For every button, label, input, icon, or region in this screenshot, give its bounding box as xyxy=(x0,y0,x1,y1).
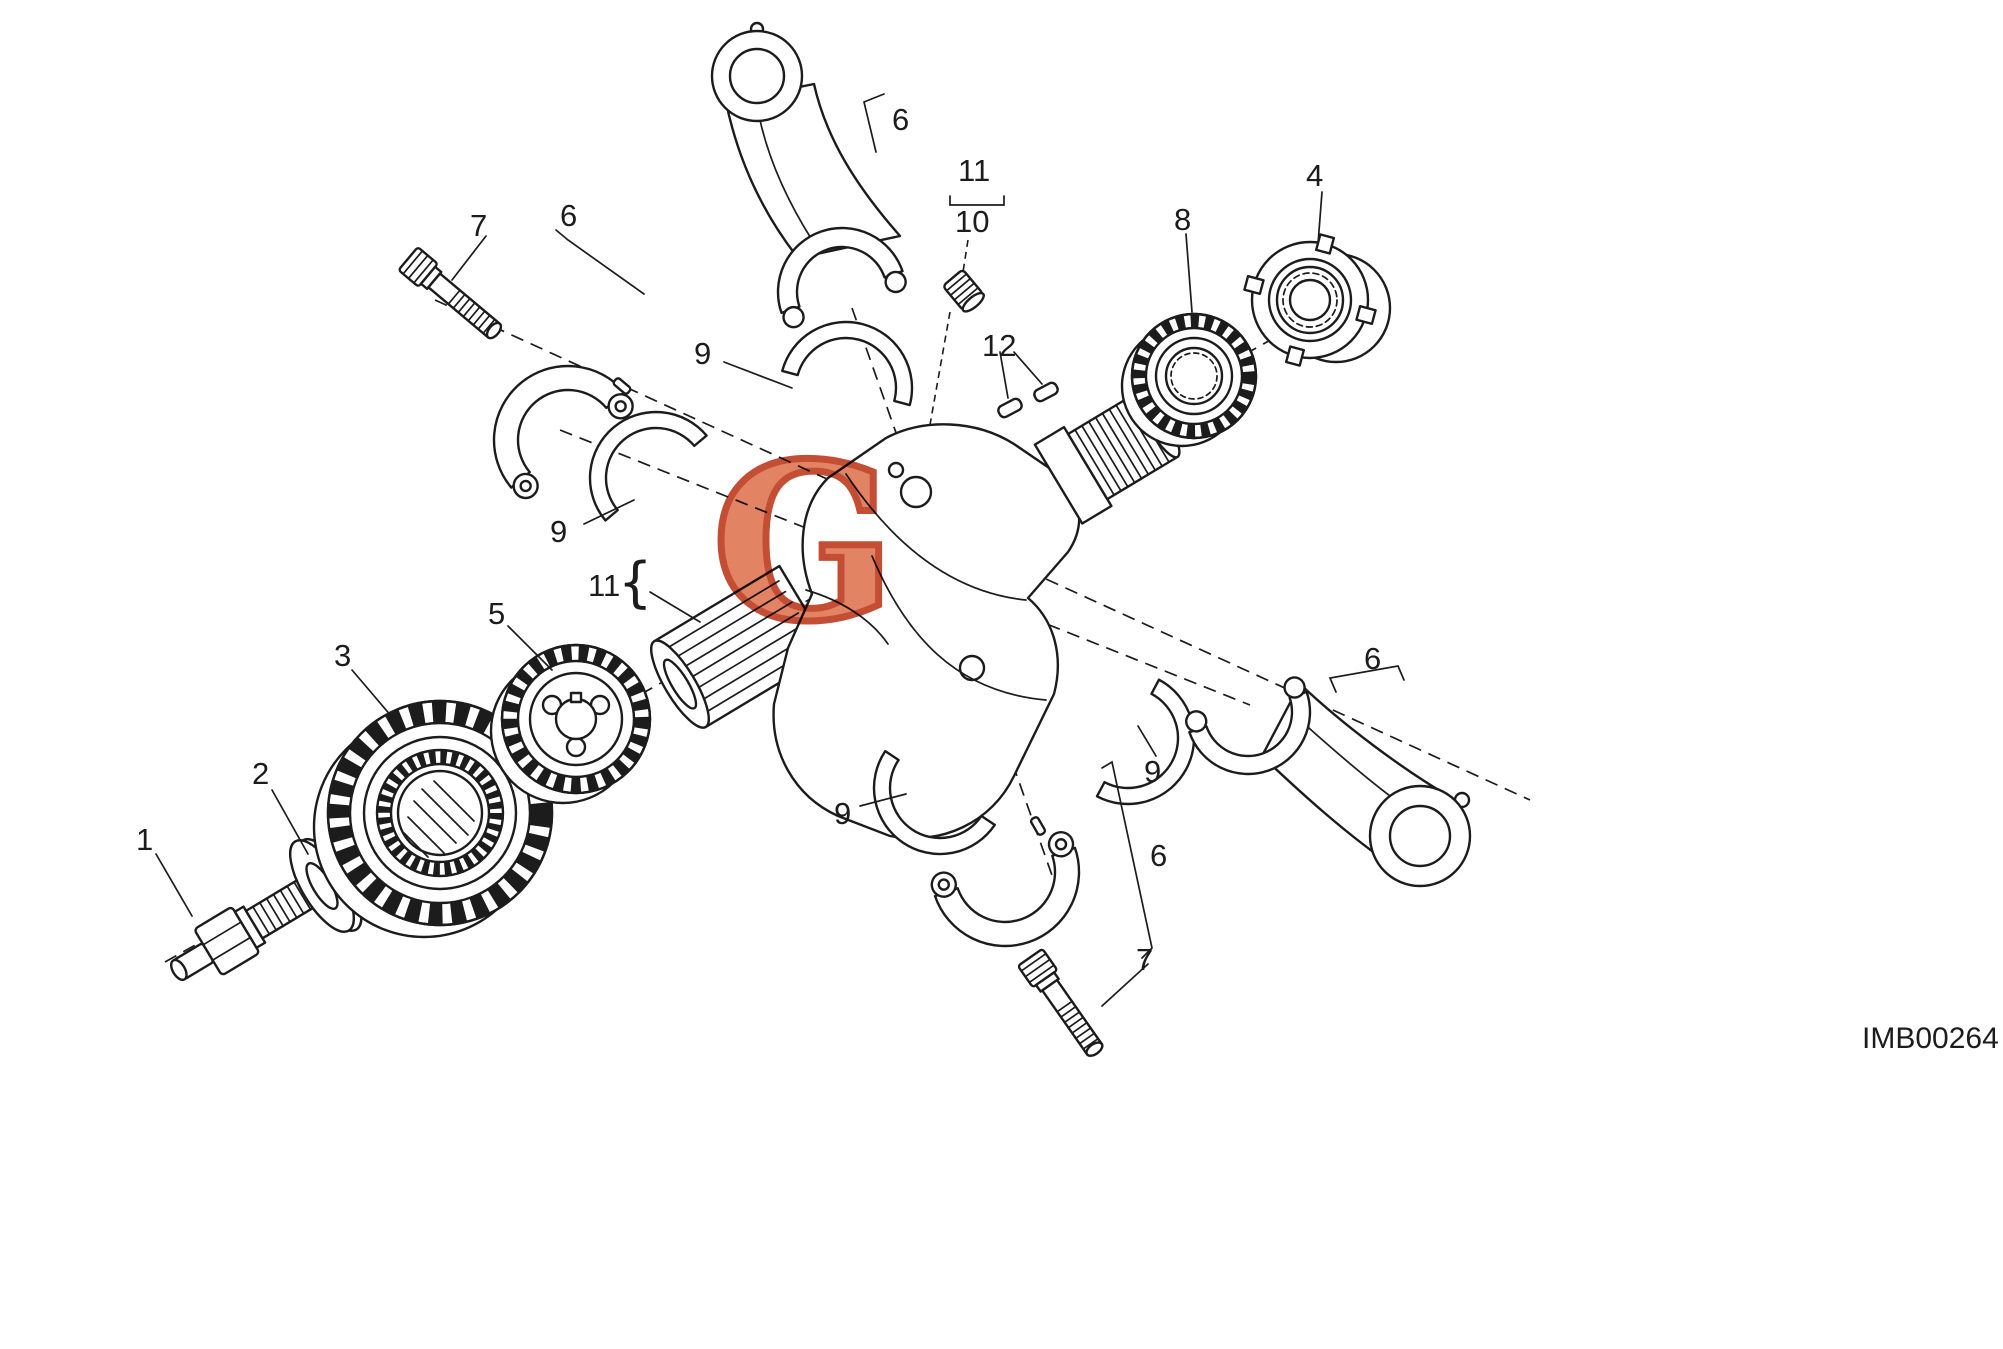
dowel-pin xyxy=(612,377,632,395)
ring-nut xyxy=(1243,233,1392,367)
callout-part-9: 9 xyxy=(550,514,568,549)
plug xyxy=(943,269,985,313)
con-rod-cap-upper xyxy=(492,364,634,500)
con-rod-bolt-lower xyxy=(1017,948,1104,1057)
callout-part-6: 6 xyxy=(892,102,910,137)
callout-part-9: 9 xyxy=(834,796,852,831)
timing-drive-gear xyxy=(489,643,652,805)
timing-sprocket xyxy=(1120,312,1258,448)
con-rod-cap-lower xyxy=(930,831,1081,948)
crankshaft xyxy=(650,390,1181,840)
crankshaft-stud xyxy=(170,871,329,982)
crankshaft-splined-stub xyxy=(650,564,833,729)
callout-part-11: 11 xyxy=(958,153,991,188)
callout-part-9: 9 xyxy=(1144,754,1162,789)
callout-part-2: 2 xyxy=(252,756,270,791)
woodruff-keys xyxy=(997,381,1059,419)
con-rod-bolt-upper xyxy=(398,247,503,340)
callout-part-7: 7 xyxy=(1136,942,1154,977)
callout-part-10: 10 xyxy=(955,204,990,239)
dowel-pin xyxy=(1029,816,1047,836)
connecting-rod-upper xyxy=(710,21,907,329)
main-bearing-shell xyxy=(872,749,996,856)
callout-part-11: 11 xyxy=(588,568,621,603)
callout-part-1: 1 xyxy=(136,822,154,857)
main-bearing-shell xyxy=(588,410,708,522)
callout-leader-lines xyxy=(155,93,1405,1007)
brace-glyph: { xyxy=(618,551,653,614)
callout-part-4: 4 xyxy=(1306,158,1324,193)
callout-part-9: 9 xyxy=(694,336,712,371)
callout-part-7: 7 xyxy=(470,208,488,243)
main-bearing-shell xyxy=(1095,678,1196,806)
callout-part-6: 6 xyxy=(1150,838,1168,873)
callout-part-5: 5 xyxy=(488,596,506,631)
callout-part-6: 6 xyxy=(1364,641,1382,676)
drawing-code: IMB00264 xyxy=(1862,1022,1999,1055)
callout-part-6: 6 xyxy=(560,198,578,233)
connecting-rod-lower xyxy=(1185,676,1472,888)
callout-part-3: 3 xyxy=(334,638,352,673)
callout-part-12: 12 xyxy=(982,328,1017,363)
callout-part-8: 8 xyxy=(1174,202,1192,237)
watermark-logo: G xyxy=(712,416,896,669)
main-bearing-shell xyxy=(781,320,914,407)
